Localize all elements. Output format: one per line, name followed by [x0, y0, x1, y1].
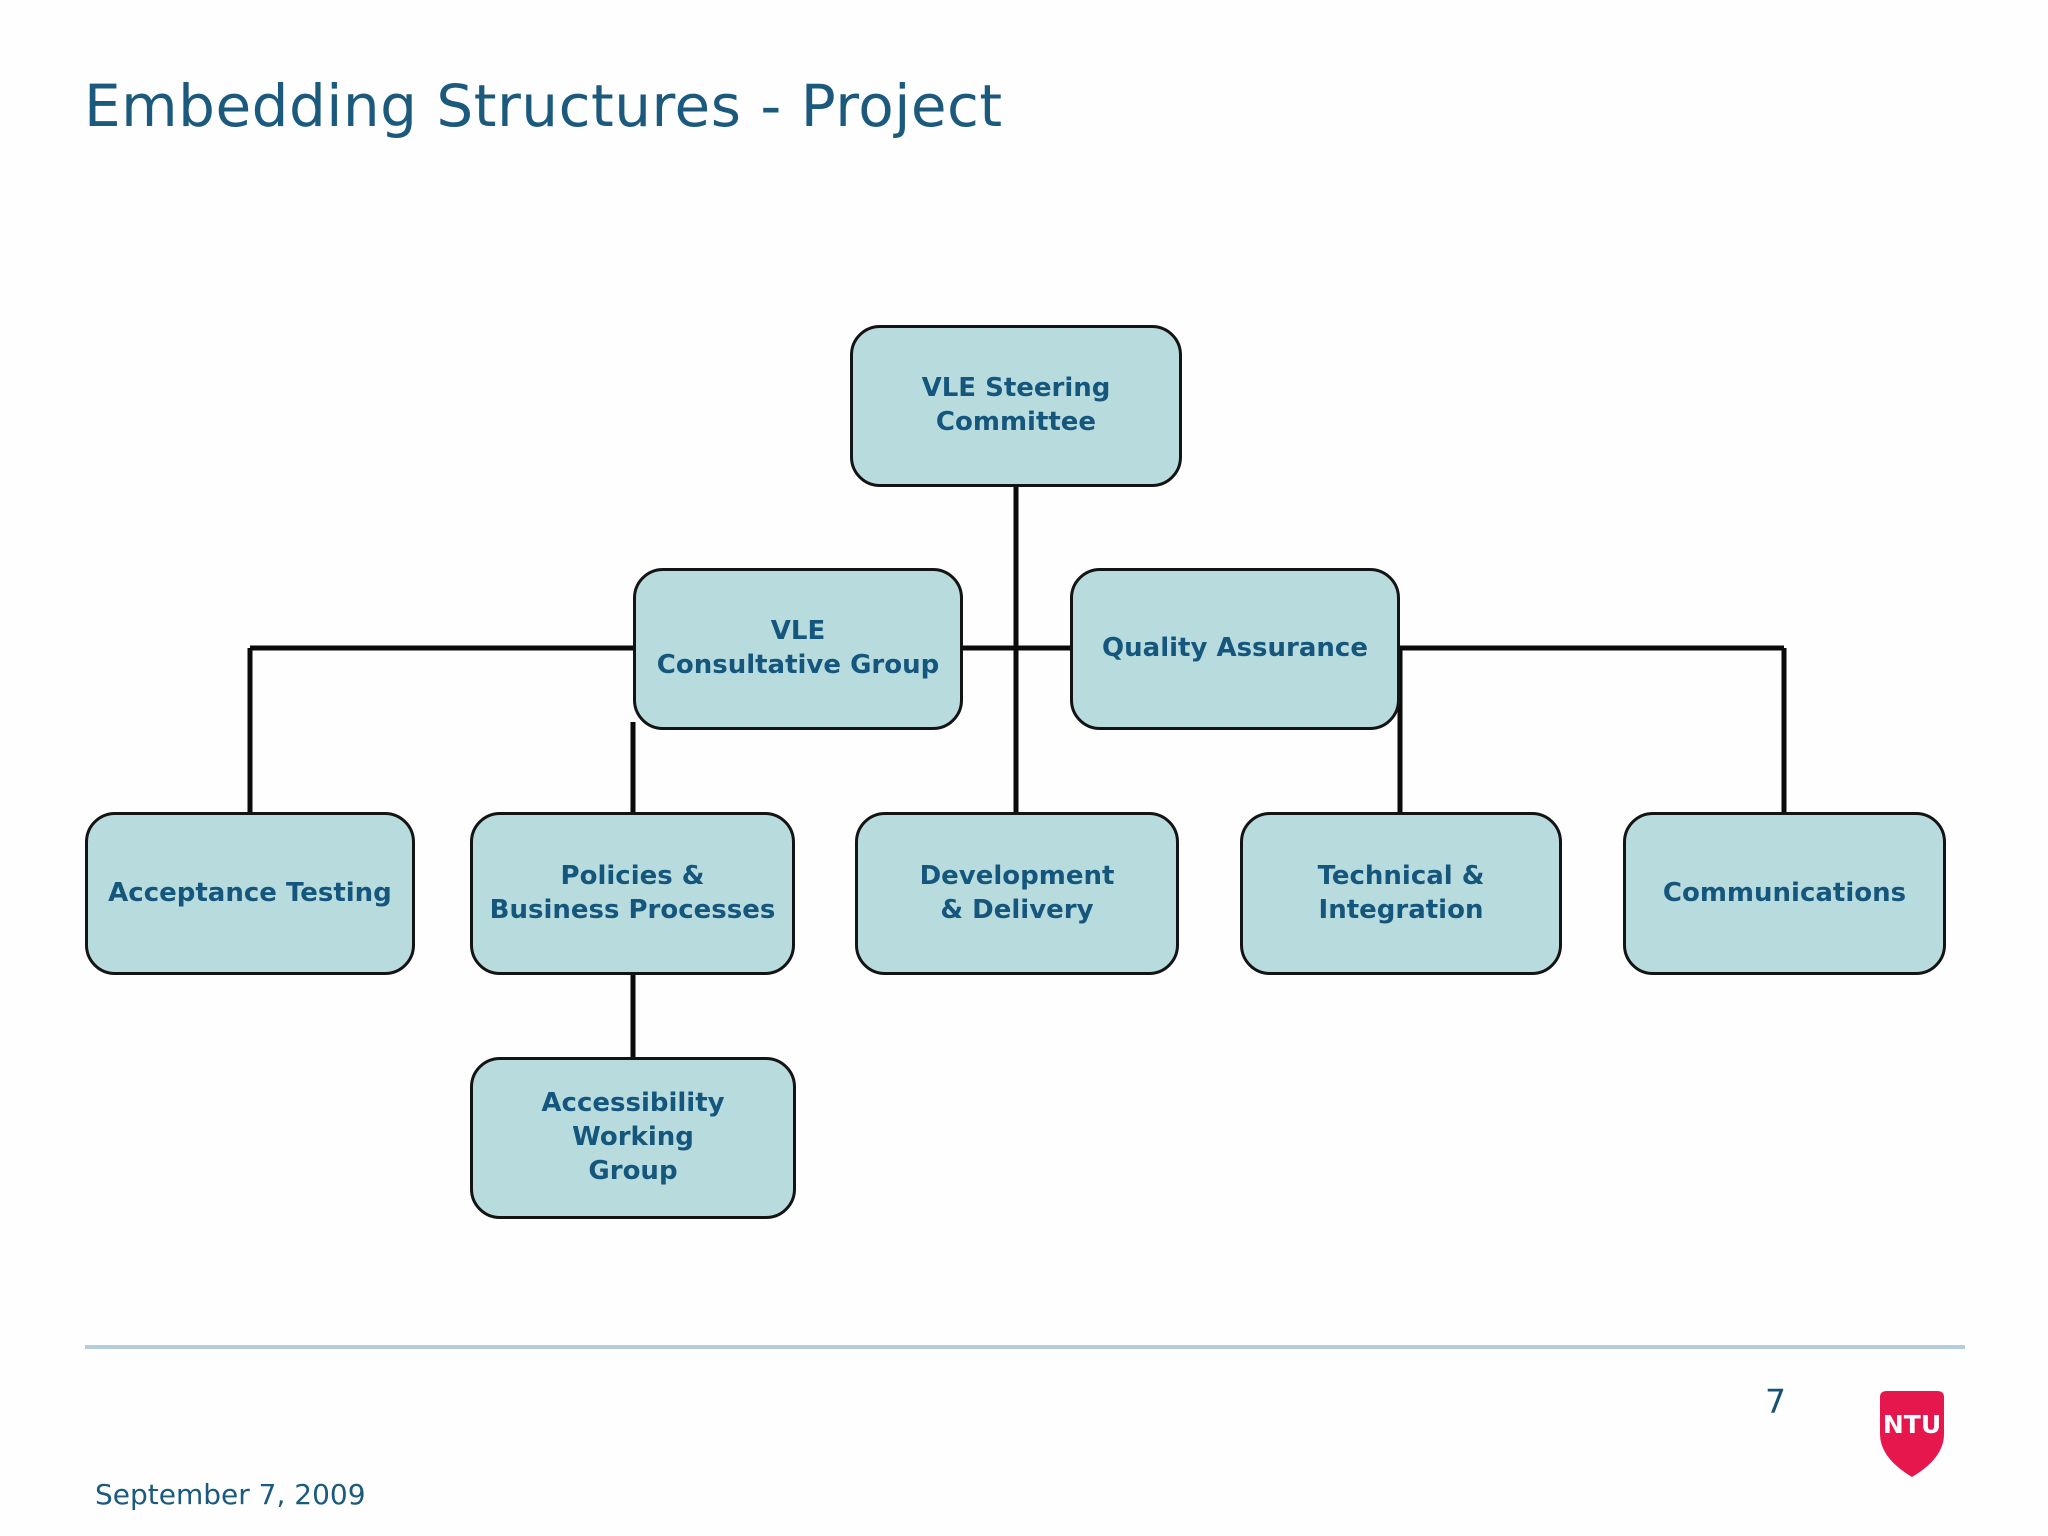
footer-divider — [85, 1345, 1965, 1349]
footer-date: September 7, 2009 — [95, 1478, 366, 1511]
org-node-communications: Communications — [1623, 812, 1946, 975]
ntu-logo-text: NTU — [1883, 1410, 1941, 1439]
org-node-vle-consultative-group: VLE Consultative Group — [633, 568, 963, 730]
ntu-shield-icon — [1880, 1391, 1944, 1477]
org-node-accessibility-working-group: Accessibility Working Group — [470, 1057, 796, 1219]
ntu-logo: NTU — [1880, 1391, 1944, 1477]
connector-lines — [247, 487, 1787, 1059]
slide-title: Embedding Structures - Project — [84, 72, 1003, 140]
org-node-development-delivery: Development & Delivery — [855, 812, 1179, 975]
org-node-vle-steering-committee: VLE Steering Committee — [850, 325, 1182, 487]
page-number: 7 — [1765, 1382, 1786, 1421]
org-node-policies-business-processes: Policies & Business Processes — [470, 812, 795, 975]
org-node-acceptance-testing: Acceptance Testing — [85, 812, 415, 975]
org-node-technical-integration: Technical & Integration — [1240, 812, 1562, 975]
org-node-quality-assurance: Quality Assurance — [1070, 568, 1400, 730]
